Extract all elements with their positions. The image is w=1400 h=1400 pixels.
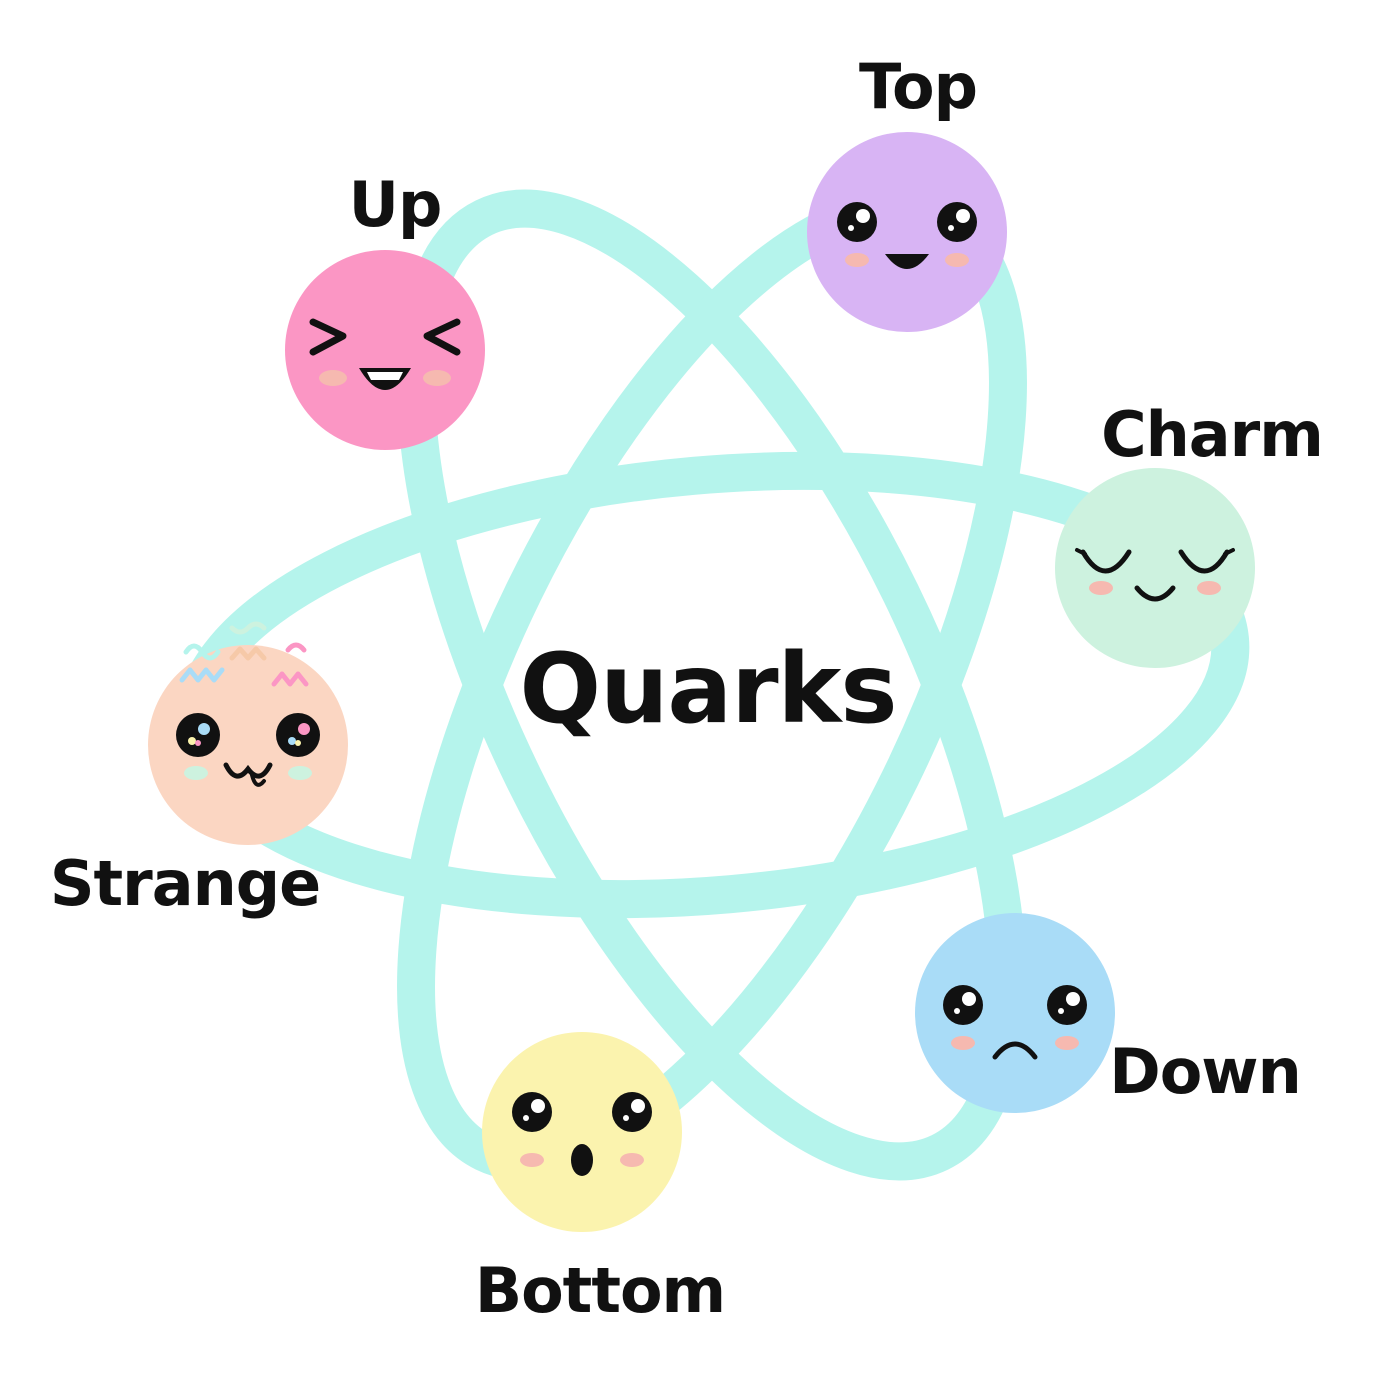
- quark-top: Top: [807, 50, 1007, 332]
- quark-label-charm: Charm: [1101, 398, 1323, 471]
- quark-strange: Strange: [50, 621, 348, 920]
- quark-label-down: Down: [1109, 1035, 1300, 1108]
- quark-label-bottom: Bottom: [475, 1254, 725, 1327]
- quark-face-down: [915, 913, 1115, 1113]
- sad-face-icon: [943, 985, 1087, 1060]
- quark-charm: Charm: [1055, 398, 1324, 668]
- orbit-ring-up-bottom: [397, 189, 1027, 1181]
- content-face-icon: [1075, 548, 1235, 602]
- diagram-title: Quarks: [519, 633, 896, 745]
- quark-down: Down: [915, 913, 1302, 1113]
- quark-face-top: [807, 132, 1007, 332]
- quark-face-bottom: [482, 1032, 682, 1232]
- quark-face-strange: [148, 645, 348, 845]
- quark-up: Up: [285, 168, 485, 450]
- dizzy-swirl-icon: [179, 621, 309, 687]
- quark-label-strange: Strange: [50, 847, 320, 920]
- quark-label-top: Top: [859, 50, 977, 123]
- surprised-face-icon: [512, 1092, 652, 1176]
- dizzy-face-icon: [176, 713, 320, 787]
- quark-face-charm: [1055, 468, 1255, 668]
- happy-face-icon: [837, 202, 977, 269]
- laughing-face-icon: [309, 318, 461, 390]
- quark-label-up: Up: [349, 168, 442, 241]
- quark-bottom: Bottom: [475, 1032, 726, 1327]
- quark-face-up: [285, 250, 485, 450]
